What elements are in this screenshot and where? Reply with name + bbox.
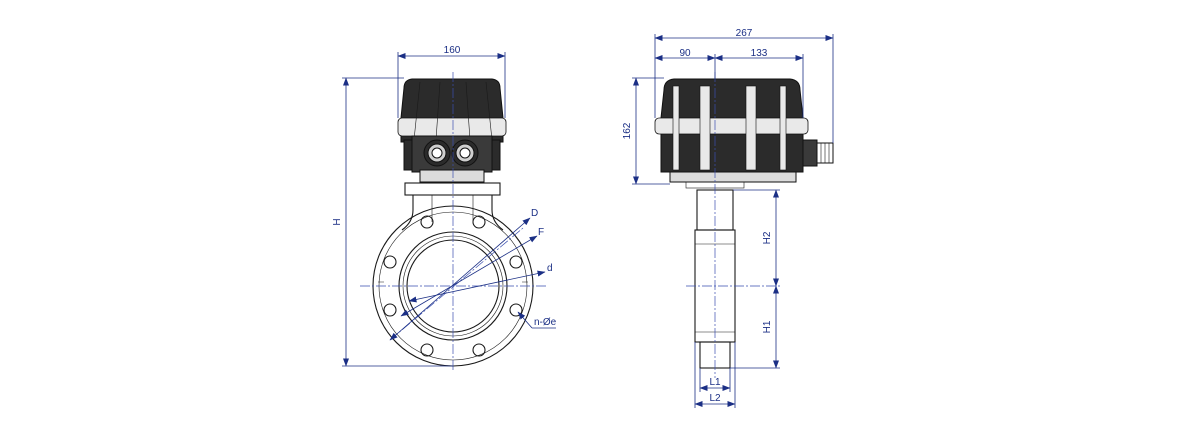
dim-L1: L1: [709, 377, 721, 388]
actuator-side: [654, 78, 834, 189]
dim-F: F: [538, 227, 544, 238]
dim-width-133: 133: [751, 48, 768, 59]
dim-width-90: 90: [679, 48, 691, 59]
dim-D: D: [531, 208, 538, 219]
side-cable-gland: [802, 139, 834, 167]
dim-width-267: 267: [736, 28, 753, 39]
dim-d: d: [547, 263, 553, 274]
cable-gland-left: [423, 139, 451, 167]
actuator-front: [397, 78, 507, 183]
dim-H2: H2: [762, 231, 773, 244]
mounting-plate: [404, 182, 501, 196]
side-view: 267 90 133 162 H2 H1 L1 L2: [622, 28, 834, 408]
dim-height-H: H: [332, 218, 343, 225]
dim-height-162: 162: [622, 122, 633, 139]
front-view: 160 H D F d n-Øe: [332, 45, 557, 372]
dim-width-160: 160: [444, 45, 461, 56]
valve-neck: [401, 195, 504, 231]
dim-holes: n-Øe: [534, 317, 557, 328]
dim-L2: L2: [709, 393, 721, 404]
dim-H1: H1: [762, 320, 773, 333]
cable-gland-right: [451, 139, 479, 167]
